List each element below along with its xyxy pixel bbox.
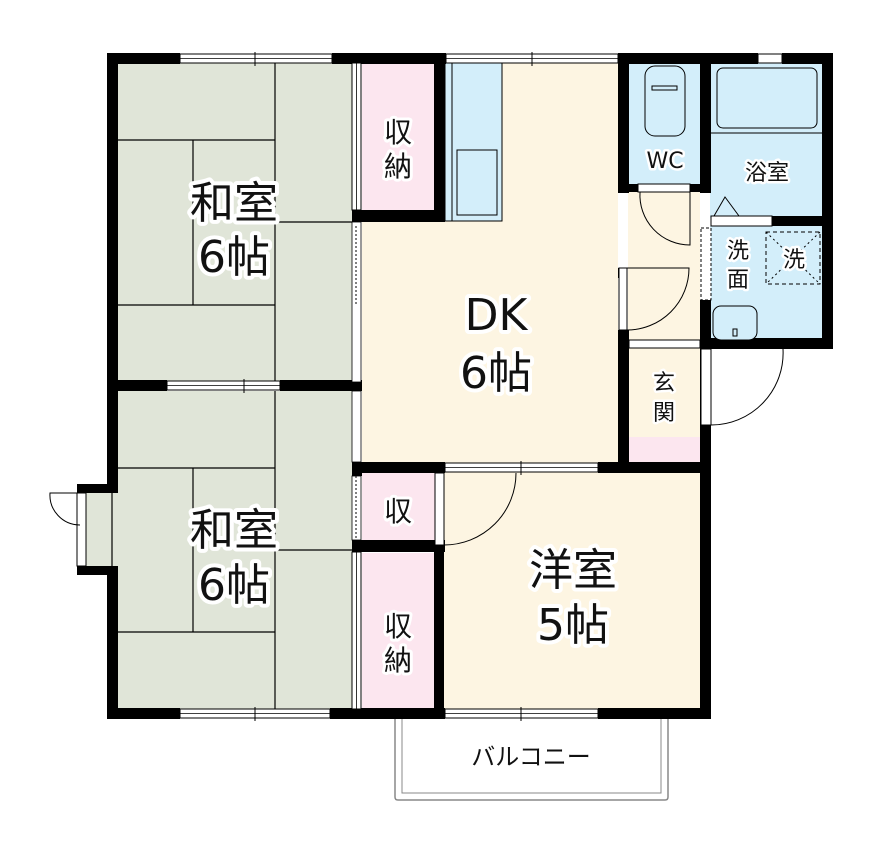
kitchen-sink-icon	[456, 149, 498, 216]
dk-size: 6帖	[460, 348, 532, 399]
yoshitsu-floor	[443, 472, 703, 709]
bath-label: 浴室	[745, 161, 789, 186]
hallway-floor	[628, 190, 700, 460]
yoshitsu-name: 洋室	[529, 545, 617, 596]
washitsu-1-name: 和室	[190, 178, 278, 229]
washitsu-2-name: 和室	[190, 505, 278, 556]
tatami-lines	[111, 63, 355, 709]
washer-space-icon	[765, 231, 821, 285]
washer-label: 洗	[783, 248, 805, 273]
washroom-line1: 洗	[727, 239, 749, 264]
fixtures	[644, 65, 822, 341]
entrance-line2: 関	[653, 401, 675, 426]
storage-bottom-floor	[362, 553, 435, 709]
washroom-line2: 面	[727, 268, 749, 293]
washitsu-1-size: 6帖	[198, 232, 270, 283]
wc-label: WC	[646, 149, 683, 174]
entrance-step	[628, 437, 700, 462]
storage-top-line2: 納	[384, 150, 412, 183]
balcony-label: バルコニー	[471, 743, 591, 771]
windows	[76, 52, 783, 721]
bay-window-floor	[85, 490, 118, 570]
doors	[49, 183, 784, 546]
storage-bottom-line2: 納	[384, 644, 412, 677]
washitsu-1-floor	[118, 63, 358, 383]
storage-bottom-line1: 収	[384, 610, 412, 643]
wash-basin-icon	[712, 305, 758, 341]
entrance-line1: 玄	[653, 371, 675, 396]
washitsu-2-size: 6帖	[198, 560, 270, 611]
storage-small-label: 収	[384, 495, 412, 528]
bathtub-icon	[716, 67, 818, 129]
dk-name: DK	[465, 290, 529, 341]
storage-small-floor	[362, 470, 435, 545]
toilet-icon	[644, 65, 686, 137]
balcony	[394, 719, 669, 801]
storage-top-line1: 収	[384, 116, 412, 149]
yoshitsu-size: 5帖	[537, 600, 609, 651]
